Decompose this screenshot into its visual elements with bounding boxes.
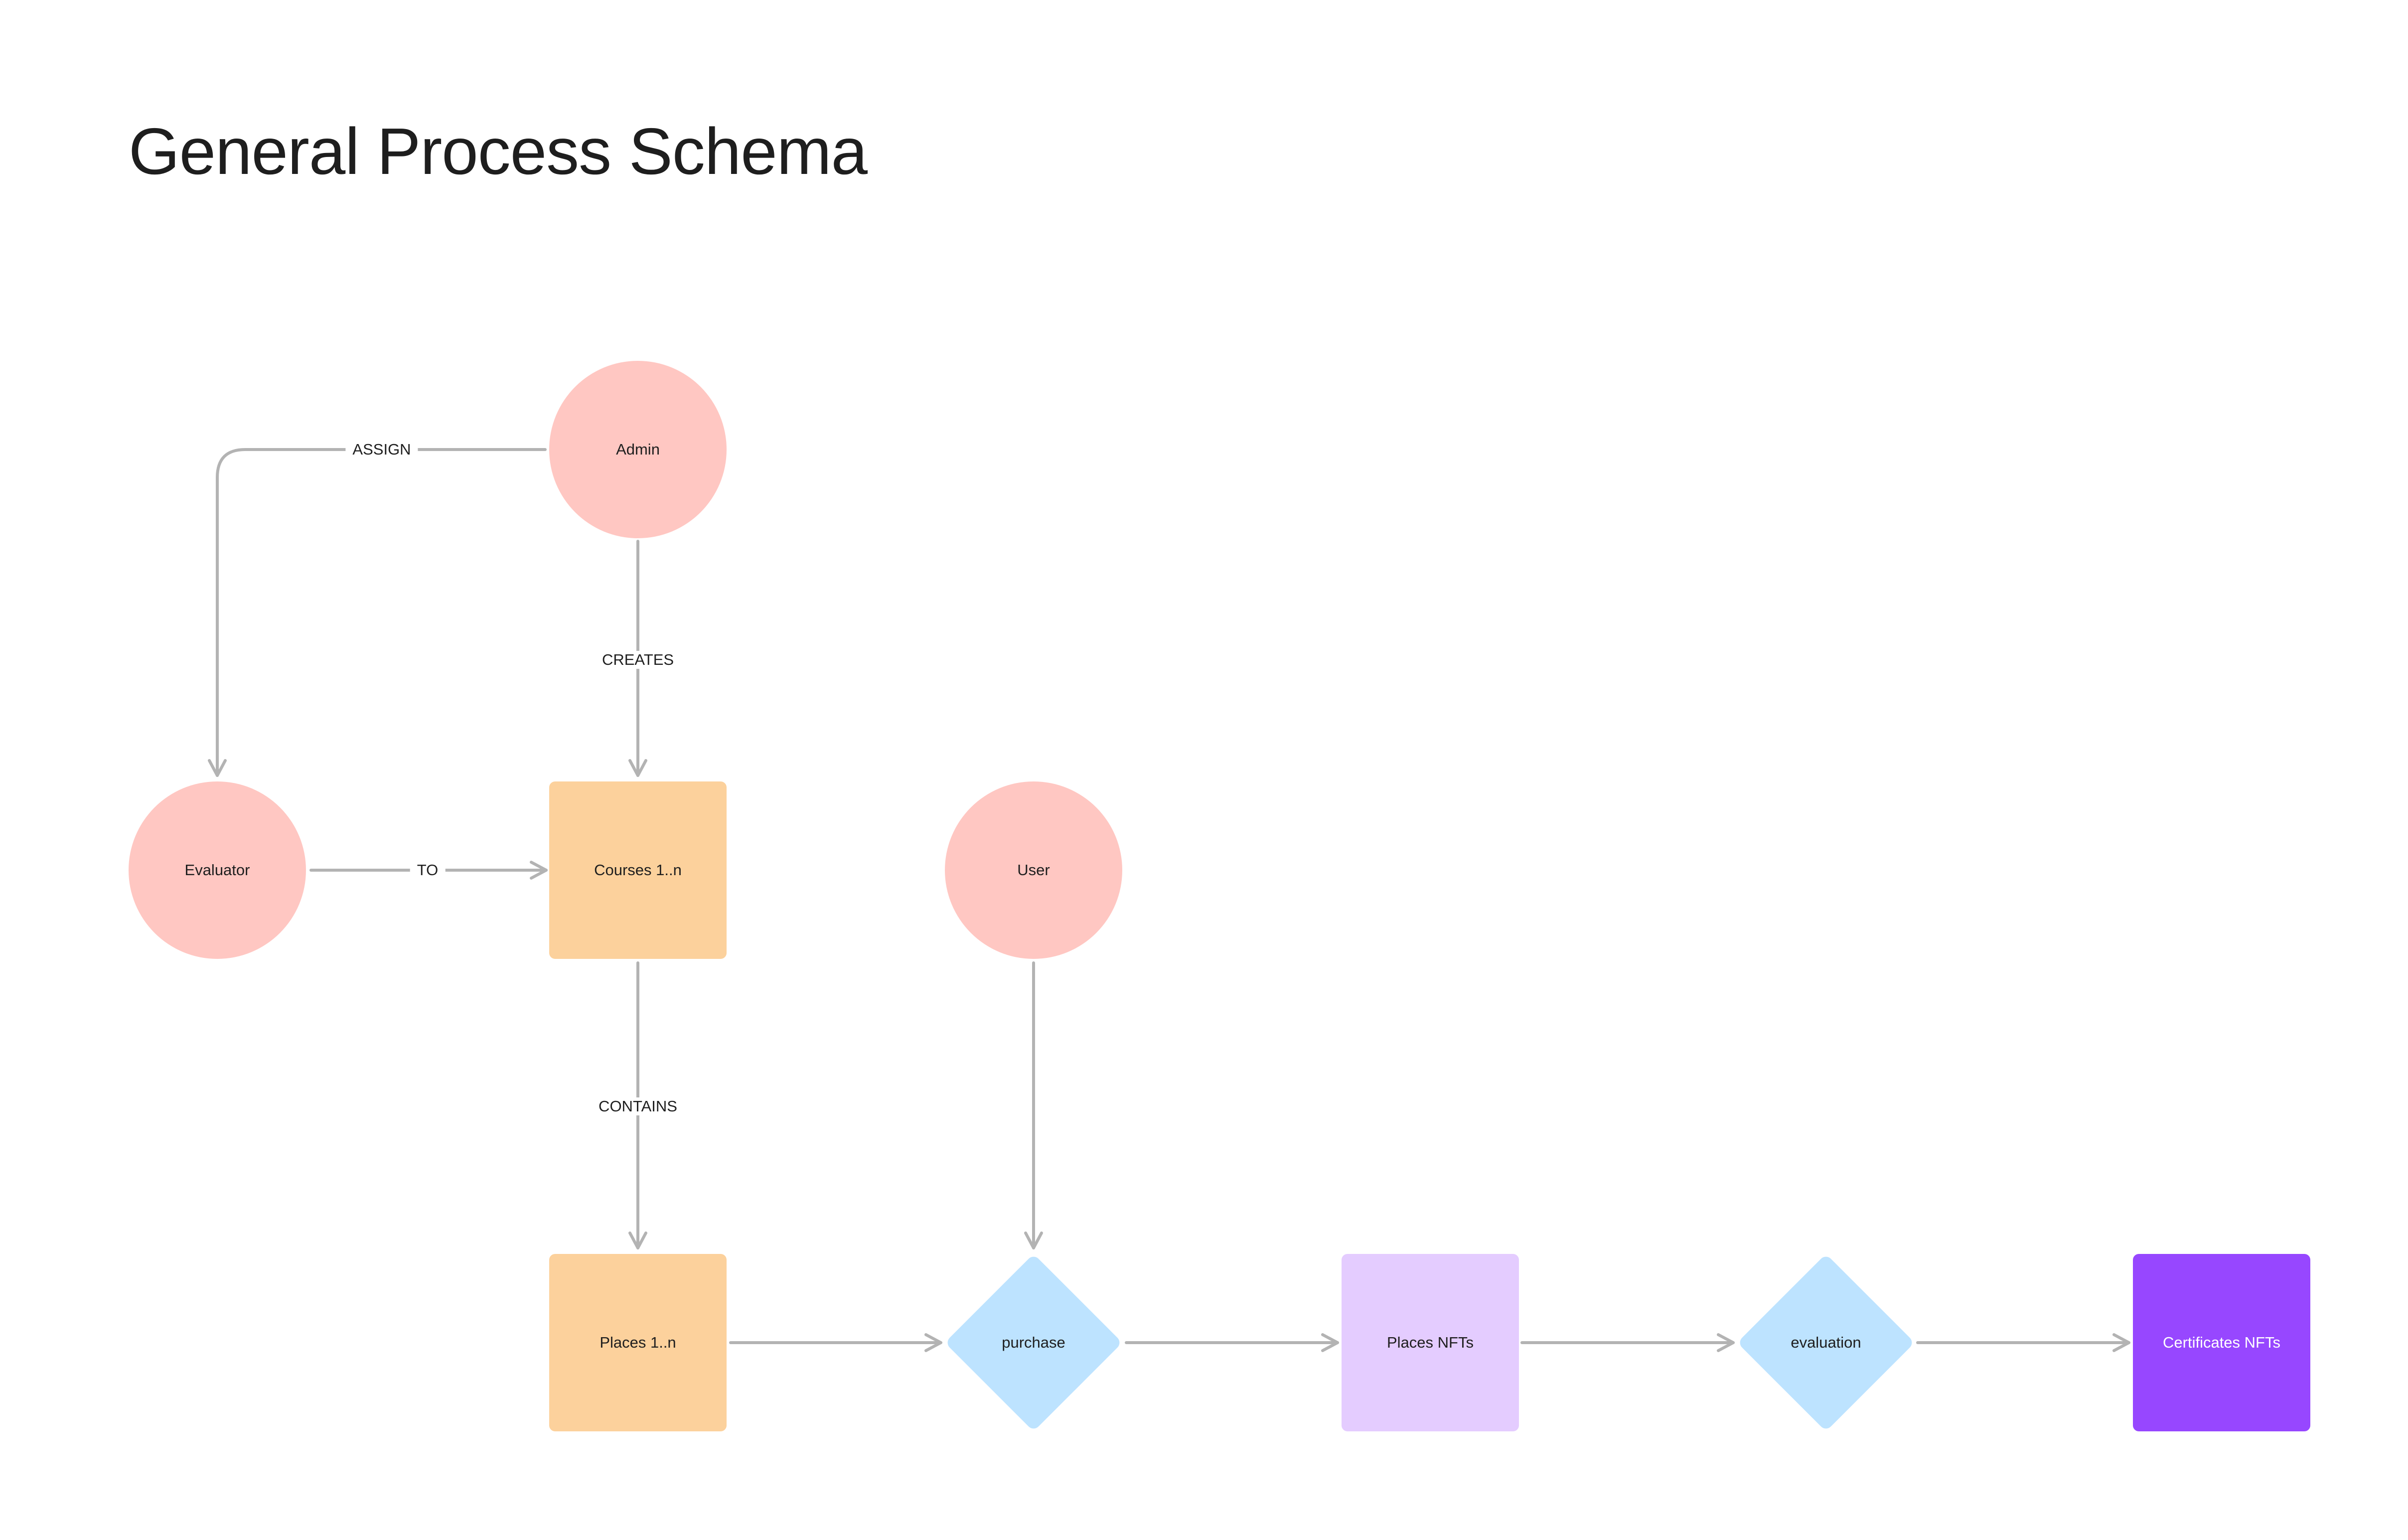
purchase-label: purchase	[1002, 1334, 1065, 1351]
evaluation-label: evaluation	[1791, 1334, 1861, 1351]
user-label: User	[1017, 861, 1050, 879]
connector-label-creates: CREATES	[595, 651, 681, 669]
certificates-nfts-node[interactable]: Certificates NFTs	[2133, 1254, 2310, 1431]
certificates-nfts-label: Certificates NFTs	[2163, 1334, 2280, 1351]
connector-assign	[208, 448, 547, 777]
user-node[interactable]: User	[945, 781, 1122, 959]
admin-node[interactable]: Admin	[549, 361, 727, 538]
evaluation-decision-node[interactable]: evaluation	[1737, 1253, 1915, 1432]
places-nfts-node[interactable]: Places NFTs	[1342, 1254, 1519, 1431]
connector-label-contains: CONTAINS	[592, 1097, 684, 1115]
purchase-decision-node[interactable]: purchase	[944, 1253, 1123, 1432]
evaluator-node[interactable]: Evaluator	[129, 781, 306, 959]
places-node[interactable]: Places 1..n	[549, 1254, 727, 1431]
places-nfts-label: Places NFTs	[1387, 1334, 1474, 1351]
evaluator-label: Evaluator	[184, 861, 250, 879]
courses-node[interactable]: Courses 1..n	[549, 781, 727, 959]
admin-label: Admin	[616, 441, 660, 458]
places-label: Places 1..n	[600, 1334, 676, 1351]
connector-label-to: TO	[410, 861, 446, 879]
connector-label-assign: ASSIGN	[345, 441, 418, 459]
diagram-title: General Process Schema	[129, 115, 868, 188]
courses-label: Courses 1..n	[594, 861, 682, 879]
